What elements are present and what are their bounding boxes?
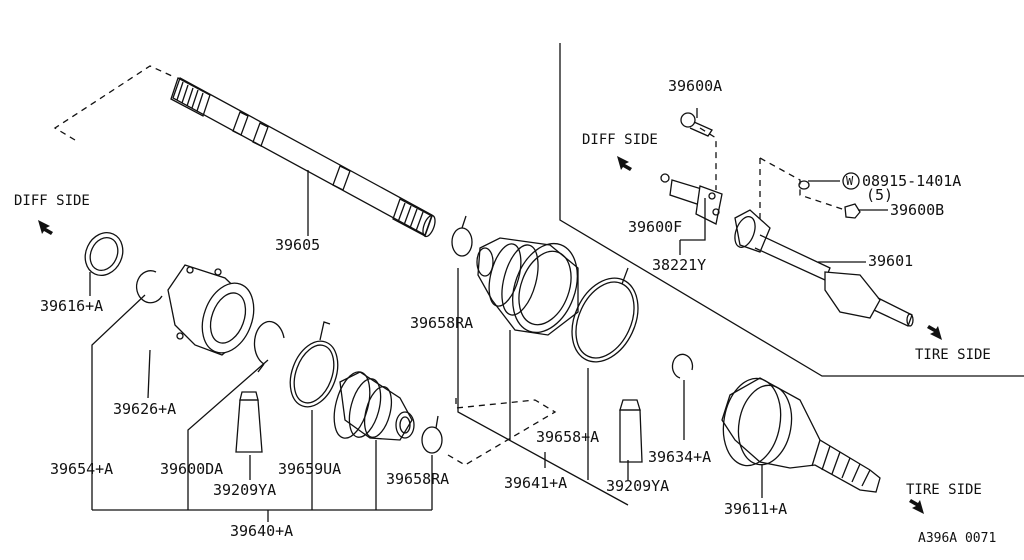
inset-bolt-39600A [680, 112, 713, 137]
leader-lines [89, 108, 888, 522]
band-39659UA [289, 321, 339, 408]
diff-side-label-inset: DIFF SIDE [582, 132, 658, 148]
w-marker-label: W [846, 174, 854, 188]
inset-shaft-39601 [734, 209, 914, 327]
band-39658RA-left [421, 415, 443, 454]
part-39600DA: 39600DA [160, 460, 224, 478]
circlip-39600DA [253, 320, 285, 373]
tire-side-label-bottom: TIRE SIDE [906, 482, 982, 498]
tire-side-label-inset: TIRE SIDE [915, 347, 991, 363]
grease-tube-left [235, 391, 263, 453]
boot-inner [333, 371, 415, 441]
outer-joint-39611 [721, 377, 881, 493]
part-08915-quantity: (5) [866, 186, 894, 204]
part-39605: 39605 [275, 236, 321, 254]
w-marker-circle [842, 172, 860, 190]
direction-arrows [38, 156, 942, 514]
part-39600B: 39600B [890, 201, 945, 219]
band-39658A [571, 267, 639, 363]
inset-washer [798, 180, 810, 190]
part-39626: 39626+A [113, 400, 177, 418]
grease-tube-right [619, 399, 643, 463]
part-39600F: 39600F [628, 218, 683, 236]
part-39634: 39634+A [648, 448, 712, 466]
part-39209YA-right: 39209YA [606, 477, 670, 495]
ring-39616 [84, 232, 124, 276]
part-39658A: 39658+A [536, 428, 600, 446]
part-39616: 39616+A [40, 297, 104, 315]
phantom-lines [53, 65, 846, 466]
part-39601: 39601 [868, 252, 914, 270]
part-39654: 39654+A [50, 460, 114, 478]
part-39659UA: 39659UA [278, 460, 342, 478]
part-39640: 39640+A [230, 522, 294, 540]
drive-shaft-39605 [170, 77, 436, 238]
diagram-code: A396A 0071 [918, 531, 997, 546]
housing-39626 [167, 264, 255, 356]
part-39600A: 39600A [668, 77, 723, 95]
part-39209YA-left: 39209YA [213, 481, 277, 499]
part-39658RA-right: 39658RA [410, 314, 474, 332]
part-39641: 39641+A [504, 474, 568, 492]
part-38221Y: 38221Y [652, 256, 707, 274]
inset-nut-39600B [844, 203, 861, 219]
diff-side-label-left: DIFF SIDE [14, 193, 90, 209]
inset-frame [559, 43, 1024, 377]
circlip-39654 [135, 270, 163, 304]
part-39658RA-left: 39658RA [386, 470, 450, 488]
part-39611: 39611+A [724, 500, 788, 518]
part-08915: 08915-1401A [862, 172, 962, 190]
band-39658RA-right [451, 215, 473, 257]
circlip-39634 [671, 353, 694, 379]
inset-spider-38221Y [660, 173, 723, 225]
boot-outer [476, 237, 579, 336]
